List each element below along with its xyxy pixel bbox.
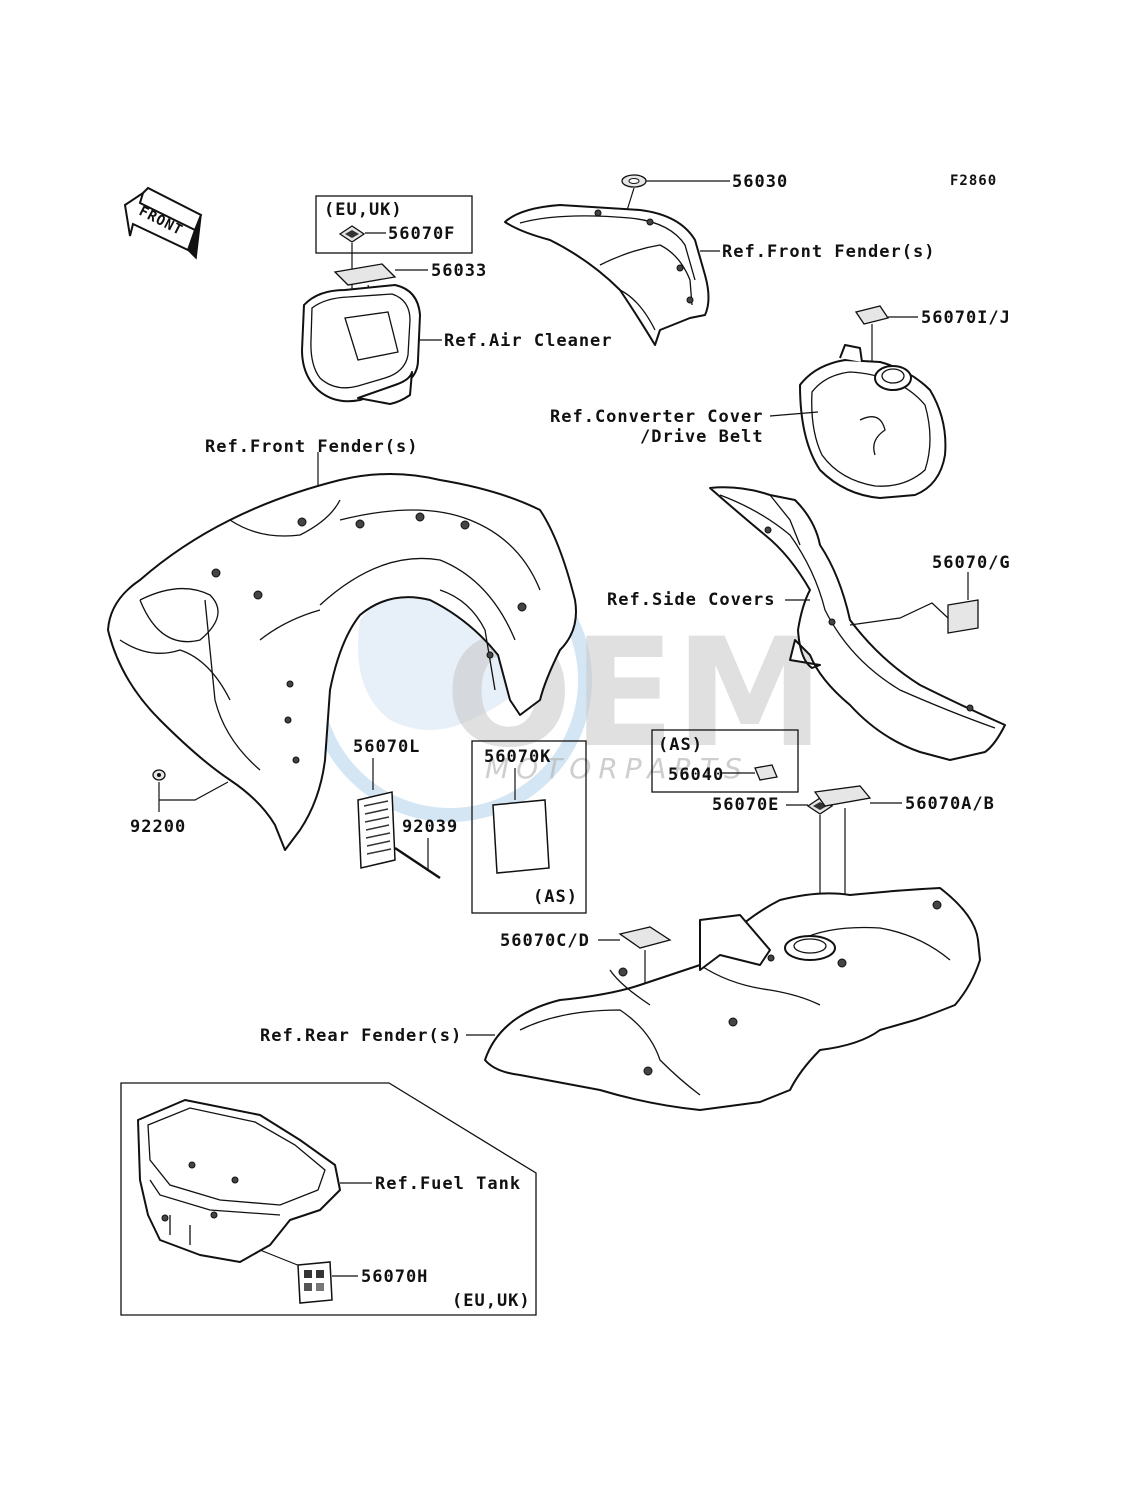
part-56070l: 56070L — [353, 737, 420, 757]
part-56033: 56033 — [431, 261, 487, 281]
part-56070l-label-plate-icon — [357, 791, 396, 869]
ref-converter-cover-line2: /Drive Belt — [640, 427, 764, 447]
eu-uk-box-bottom — [120, 1082, 537, 1316]
part-56070ij-decal-icon — [854, 305, 890, 325]
leader-92200-fender — [159, 781, 229, 801]
eu-uk-label-top: (EU,UK) — [324, 200, 403, 220]
ref-front-fender-main: Ref.Front Fender(s) — [205, 437, 418, 457]
part-56070f-decal-icon — [338, 225, 366, 243]
ref-air-cleaner: Ref.Air Cleaner — [444, 331, 613, 351]
part-56070ij: 56070I/J — [921, 308, 1011, 328]
part-92039-strap-icon — [394, 846, 441, 880]
converter-cover — [799, 344, 947, 499]
part-56070cd: 56070C/D — [500, 931, 590, 951]
leader-56070g — [849, 602, 949, 626]
part-56070k: 56070K — [484, 747, 551, 767]
part-56040-decal-icon — [754, 764, 778, 781]
eu-uk-box-top — [315, 195, 473, 254]
side-covers — [709, 486, 1006, 761]
front-arrow-icon: FRONT — [123, 186, 203, 260]
part-92039: 92039 — [402, 817, 458, 837]
ref-converter-cover-line1: Ref.Converter Cover — [550, 407, 763, 427]
part-56040: 56040 — [668, 765, 724, 785]
as-label-56040: (AS) — [658, 735, 703, 755]
front-fender-main — [107, 473, 577, 851]
part-56070cd-decal-icon — [618, 926, 672, 949]
part-56070h: 56070H — [361, 1267, 428, 1287]
watermark-sub: MOTORPARTS — [485, 752, 749, 785]
part-92200-clip-icon — [152, 769, 166, 781]
diagram-code: F2860 — [950, 173, 997, 189]
part-56070f: 56070F — [388, 224, 455, 244]
part-56030: 56030 — [732, 172, 788, 192]
part-56070g: 56070/G — [932, 553, 1011, 573]
part-56070g-decal-icon — [947, 599, 979, 634]
part-56070ab: 56070A/B — [905, 794, 995, 814]
as-label-56070k: (AS) — [533, 887, 578, 907]
as-box-56070k — [471, 740, 587, 914]
leader-converter-cover — [769, 411, 819, 417]
fuel-tank — [137, 1099, 341, 1263]
eu-uk-label-bottom: (EU,UK) — [452, 1291, 531, 1311]
air-cleaner-cover — [301, 284, 421, 405]
part-56033-decal-icon — [333, 263, 397, 286]
ref-side-covers: Ref.Side Covers — [607, 590, 776, 610]
part-92200: 92200 — [130, 817, 186, 837]
part-56070ab-decal-icon — [813, 785, 872, 807]
part-56030-grommet-icon — [621, 174, 647, 188]
rear-fender — [484, 887, 981, 1111]
ref-fuel-tank: Ref.Fuel Tank — [375, 1174, 521, 1194]
part-56070h-label-icon — [297, 1261, 333, 1304]
ref-rear-fender: Ref.Rear Fender(s) — [260, 1026, 462, 1046]
as-box-56040 — [651, 729, 799, 793]
front-fender-top — [504, 204, 710, 346]
ref-front-fender-top: Ref.Front Fender(s) — [722, 242, 935, 262]
part-56070e: 56070E — [712, 795, 779, 815]
part-56070k-decal-icon — [492, 799, 550, 874]
